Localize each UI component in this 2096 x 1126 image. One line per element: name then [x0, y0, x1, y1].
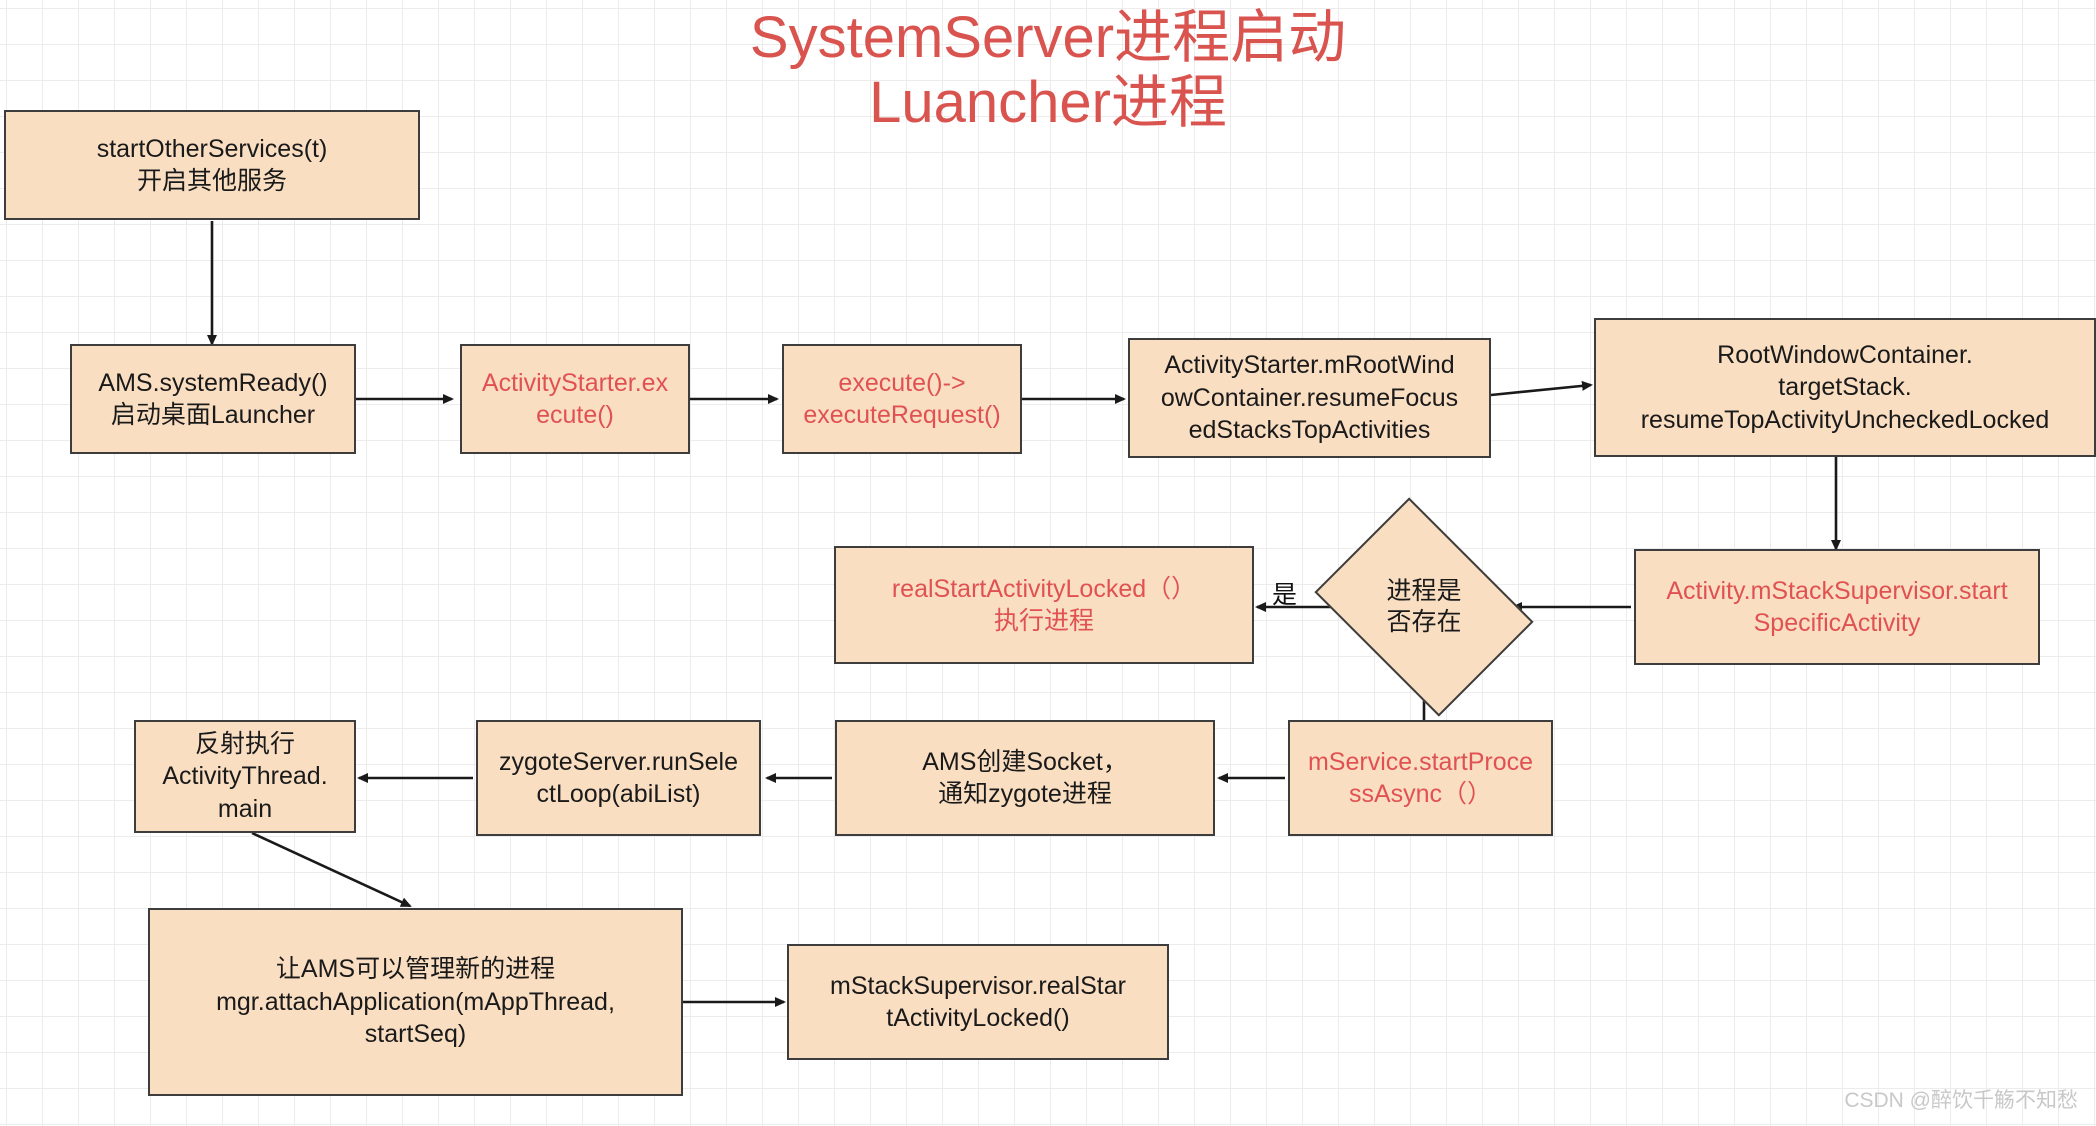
node-label: RootWindowContainer. targetStack. resume… [1640, 340, 2050, 434]
node-label: ActivityStarter.ex ecute() [481, 368, 669, 430]
node-reflect-activity-thread-main[interactable]: 反射执行 ActivityThread. main [134, 720, 356, 833]
node-start-specific-activity[interactable]: Activity.mStackSupervisor.start Specific… [1634, 549, 2040, 665]
node-label: zygoteServer.runSele ctLoop(abiList) [498, 747, 739, 809]
node-zygote-run-select-loop[interactable]: zygoteServer.runSele ctLoop(abiList) [476, 720, 761, 836]
node-start-process-async[interactable]: mService.startProce ssAsync（） [1288, 720, 1553, 836]
node-label: Activity.mStackSupervisor.start Specific… [1666, 576, 2008, 638]
node-resume-focused-stacks[interactable]: ActivityStarter.mRootWind owContainer.re… [1128, 338, 1491, 458]
node-ams-create-socket[interactable]: AMS创建Socket， 通知zygote进程 [835, 720, 1215, 836]
edge-label-yes: 是 [1272, 581, 1298, 609]
node-label: execute()-> executeRequest() [803, 368, 1001, 430]
node-start-other-services[interactable]: startOtherServices(t) 开启其他服务 [4, 110, 420, 220]
node-execute-request[interactable]: execute()-> executeRequest() [782, 344, 1022, 454]
node-attach-application[interactable]: 让AMS可以管理新的进程 mgr.attachApplication(mAppT… [148, 908, 683, 1096]
decision-label: 进程是 否存在 [1386, 576, 1462, 636]
node-label: AMS.systemReady() 启动桌面Launcher [98, 368, 328, 430]
node-activity-starter-execute[interactable]: ActivityStarter.ex ecute() [460, 344, 690, 454]
node-label: mService.startProce ssAsync（） [1307, 747, 1534, 809]
diagram-title: SystemServer进程启动 Luancher进程 [749, 5, 1347, 135]
node-label: mStackSupervisor.realStar tActivityLocke… [830, 971, 1126, 1033]
node-real-start-activity-locked[interactable]: realStartActivityLocked（） 执行进程 [834, 546, 1254, 664]
node-root-window-container[interactable]: RootWindowContainer. targetStack. resume… [1594, 318, 2096, 457]
node-ams-system-ready[interactable]: AMS.systemReady() 启动桌面Launcher [70, 344, 356, 454]
node-label: AMS创建Socket， 通知zygote进程 [922, 747, 1128, 809]
node-label: startOtherServices(t) 开启其他服务 [96, 134, 328, 196]
node-label: 反射执行 ActivityThread. main [162, 729, 328, 823]
edge-reflect-to-attach [251, 831, 412, 908]
node-label: ActivityStarter.mRootWind owContainer.re… [1160, 351, 1459, 445]
watermark: CSDN @醉饮千觞不知愁 [1844, 1089, 2078, 1112]
node-label: 让AMS可以管理新的进程 mgr.attachApplication(mAppT… [216, 955, 615, 1049]
node-label: realStartActivityLocked（） 执行进程 [891, 574, 1197, 636]
edge-resume-to-rootwindow [1490, 380, 1593, 397]
node-real-start-activity-locked-2[interactable]: mStackSupervisor.realStar tActivityLocke… [787, 944, 1169, 1060]
decision-process-exists[interactable]: 进程是 否存在 [1314, 497, 1534, 717]
